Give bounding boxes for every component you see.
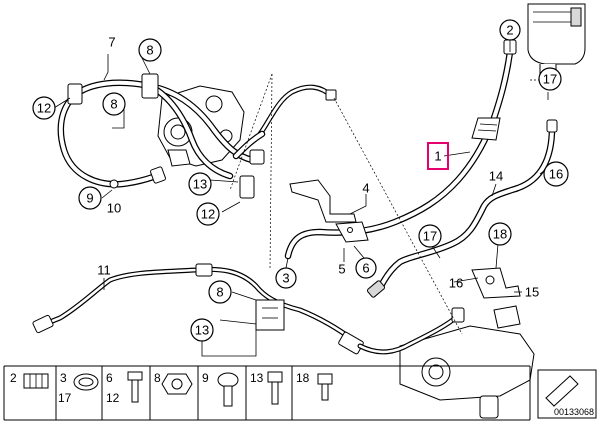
callout-2: 2 [499, 19, 521, 41]
legend-item-8: 8 [154, 371, 193, 395]
svg-text:1: 1 [434, 149, 441, 164]
legend-item-2: 2 [10, 371, 49, 389]
fluid-reservoir [527, 3, 586, 77]
callout-13-bottom: 13 [190, 318, 214, 342]
svg-text:2: 2 [10, 371, 17, 385]
clamp-part-15 [471, 267, 521, 299]
callout-8-top: 8 [138, 38, 162, 62]
label-14: 14 [489, 169, 503, 184]
callout-12-mid: 12 [196, 202, 220, 226]
svg-text:8: 8 [110, 97, 117, 112]
callout-18: 18 [488, 222, 512, 246]
svg-text:6: 6 [362, 261, 369, 276]
document-number-box: 00133068 [537, 369, 597, 419]
svg-text:3: 3 [60, 371, 67, 385]
callout-8-bottom: 8 [208, 280, 232, 304]
legend-item-3-17: 3 17 [58, 371, 99, 405]
svg-text:13: 13 [193, 177, 207, 192]
parts-legend: 2 3 17 6 12 8 9 13 [3, 365, 531, 421]
callout-17-mid: 17 [418, 224, 442, 248]
document-number: 00133068 [554, 407, 594, 417]
steering-gear [357, 305, 535, 419]
svg-text:8: 8 [154, 371, 161, 385]
callout-3: 3 [275, 267, 297, 289]
callout-8-mid: 8 [102, 92, 126, 116]
label-5: 5 [338, 262, 345, 277]
svg-text:12: 12 [106, 391, 120, 405]
label-4: 4 [362, 181, 369, 196]
label-15: 15 [525, 285, 539, 300]
legend-item-13: 13 [250, 371, 283, 405]
svg-text:12: 12 [201, 207, 215, 222]
svg-text:13: 13 [195, 323, 209, 338]
svg-text:17: 17 [423, 229, 437, 244]
arrow-icon [545, 375, 579, 407]
svg-text:3: 3 [282, 271, 289, 286]
callout-9: 9 [78, 186, 102, 210]
legend-item-18: 18 [296, 371, 333, 401]
label-16-mid: 16 [449, 276, 463, 291]
legend-item-9: 9 [202, 371, 239, 407]
svg-text:18: 18 [296, 371, 310, 385]
legend-item-6-12: 6 12 [106, 371, 143, 405]
label-7: 7 [108, 35, 115, 50]
pressure-line-upper [232, 84, 337, 199]
bracket-part-4 [289, 179, 369, 243]
svg-text:17: 17 [58, 391, 72, 405]
svg-text:9: 9 [202, 371, 209, 385]
callout-16-right: 16 [543, 161, 569, 187]
svg-text:8: 8 [216, 285, 223, 300]
svg-text:17: 17 [543, 72, 557, 87]
svg-text:13: 13 [250, 371, 264, 385]
svg-text:9: 9 [86, 191, 93, 206]
svg-text:16: 16 [549, 167, 563, 182]
svg-text:8: 8 [146, 43, 153, 58]
callout-12-left: 12 [32, 96, 56, 120]
callout-1-highlighted: 1 [427, 142, 449, 170]
hose-part-7 [57, 73, 256, 189]
callout-13-top: 13 [188, 172, 212, 196]
svg-text:12: 12 [37, 101, 51, 116]
callout-6: 6 [355, 257, 377, 279]
hose-part-14 [366, 119, 558, 298]
label-10: 10 [107, 201, 121, 216]
svg-text:6: 6 [106, 371, 113, 385]
pressure-line-part-11 [32, 263, 364, 355]
svg-text:2: 2 [506, 23, 513, 38]
return-hose-part-1 [284, 39, 517, 260]
callout-17-top: 17 [538, 67, 562, 91]
svg-text:18: 18 [493, 227, 507, 242]
label-11: 11 [97, 263, 111, 278]
